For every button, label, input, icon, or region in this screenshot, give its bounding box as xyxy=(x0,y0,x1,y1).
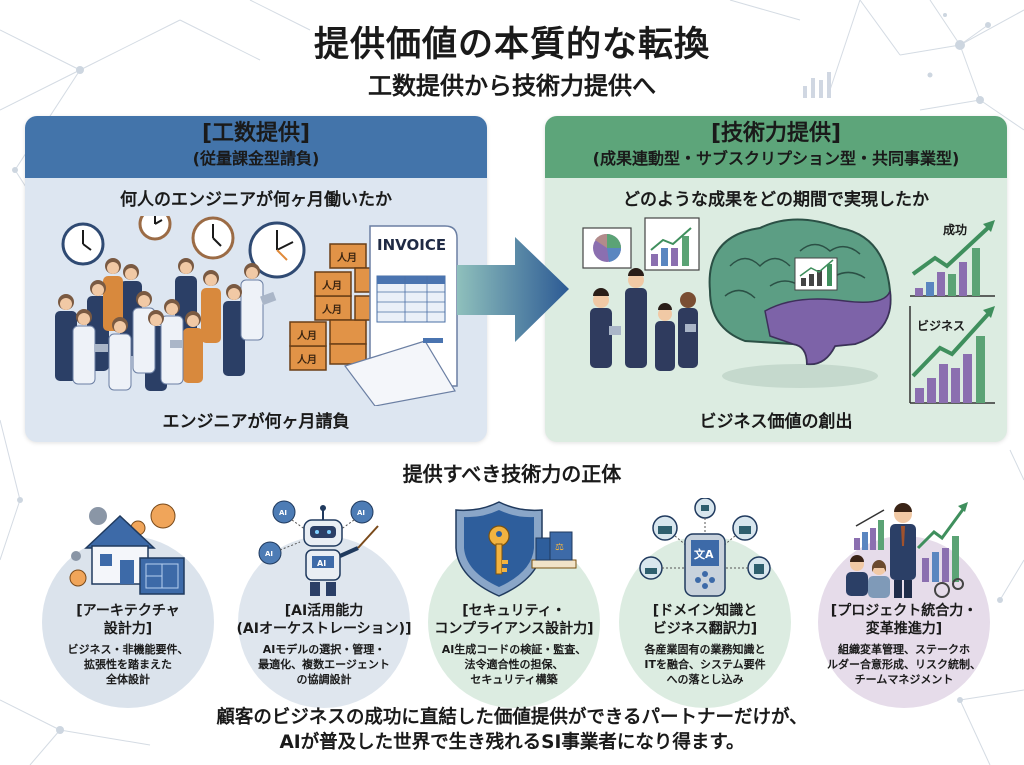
business-team-icon xyxy=(590,268,698,371)
skill-project-integration: [プロジェクト統合力・ 変革推進力] 組織変革管理、ステークホ ルダー合意形成、… xyxy=(806,498,1002,708)
conclusion-line-1: 顧客のビジネスの成功に直結した価値提供ができるパートナーだけが、 xyxy=(216,707,808,728)
tech-panel-header: [技術力提供] (成果連動型・サブスクリプション型・共同事業型) xyxy=(545,116,1007,178)
pie-chart-card-icon xyxy=(582,227,632,269)
skill-domain-knowledge: 文A [ドメイン知識と ビジネス翻訳力] 各産業固有の業務知識と ITを融合、シ… xyxy=(607,498,803,708)
brain-icon xyxy=(708,218,892,388)
skill-ai-orchestration: AI AI AI AI [AI活用能力 (AIオーケストレーション)] AIモデルの… xyxy=(226,498,422,708)
skill-title: [プロジェクト統合力・ 変革推進力] xyxy=(830,603,978,637)
skill-description: 組織変革管理、ステークホ ルダー合意形成、リスク統制、 チームマネジメント xyxy=(827,643,981,686)
box-label: 人月 xyxy=(297,329,317,342)
skill-description: 各産業固有の業務知識と ITを融合、システム要件 への落とし込み xyxy=(644,643,766,686)
tech-panel-question: どのような成果をどの期間で実現したか xyxy=(623,190,929,210)
skill-title: [アーキテクチャ 設計力] xyxy=(76,603,180,637)
invoice-label: INVOICE xyxy=(377,236,446,254)
tech-provision-panel: [技術力提供] (成果連動型・サブスクリプション型・共同事業型) どのような成果… xyxy=(545,116,1007,442)
labor-panel-subtitle: (従量課金型請負) xyxy=(192,149,320,168)
skill-description: AIモデルの選択・管理・ 最適化、複数エージェント の協調設計 xyxy=(258,643,390,686)
svg-text:AI: AI xyxy=(279,509,287,517)
skill-title: [セキュリティ・ コンプライアンス設計力] xyxy=(434,603,594,637)
skill-title: [AI活用能力 (AIオーケストレーション)] xyxy=(236,603,412,637)
scale-icon: ⚖ xyxy=(555,542,564,553)
skill-security-compliance: ⚖ [セキュリティ・ コンプライアンス設計力] AI生成コードの検証・監査、 法… xyxy=(416,498,612,708)
box-label: 人月 xyxy=(322,279,342,292)
skill-description: AI生成コードの検証・監査、 法令適合性の担保、 セキュリティ構築 xyxy=(441,643,587,686)
engineers-invoice-illustration: 人月 人月 人月 人月 人月 INVOICE xyxy=(55,216,458,406)
transition-arrow-icon xyxy=(457,237,569,342)
svg-text:AI: AI xyxy=(357,509,365,517)
engineers-group-icon xyxy=(55,258,277,391)
success-growth-chart-icon: 成功 xyxy=(910,220,995,297)
decorative-bars-icon xyxy=(803,72,831,98)
invoice-document-icon: INVOICE xyxy=(344,225,458,406)
leader-team-growth-chart-icon xyxy=(846,502,968,598)
box-label: 人月 xyxy=(297,353,317,366)
labor-panel-title: [工数提供] xyxy=(201,121,311,146)
bar-chart-card-icon xyxy=(644,217,700,271)
robot-ai-brains-icon: AI AI AI AI xyxy=(258,500,379,596)
translator-device-industries-icon: 文A xyxy=(639,498,771,597)
shield-key-law-books-icon: ⚖ xyxy=(455,501,577,597)
business-value-illustration: 成功 ビジネス xyxy=(582,217,995,404)
house-blueprint-gears-icon xyxy=(69,503,185,595)
labor-panel-header: [工数提供] (従量課金型請負) xyxy=(25,116,487,178)
page-title: 提供価値の本質的な転換 xyxy=(313,25,710,65)
skill-description: ビジネス・非機能要件、 拡張性を踏まえた 全体設計 xyxy=(67,643,189,686)
ai-badge: AI xyxy=(317,559,326,568)
conclusion-line-2: AIが普及した世界で生き残れるSI事業者になり得ます。 xyxy=(279,732,745,753)
labor-panel-caption: エンジニアが何ヶ月請負 xyxy=(162,412,350,432)
page-subtitle: 工数提供から技術力提供へ xyxy=(368,72,656,100)
svg-text:AI: AI xyxy=(265,550,273,558)
tech-panel-title: [技術力提供] xyxy=(710,121,842,146)
success-label: 成功 xyxy=(943,222,967,237)
box-label: 人月 xyxy=(337,251,357,264)
skill-title: [ドメイン知識と ビジネス翻訳力] xyxy=(652,603,758,637)
skill-architecture: [アーキテクチャ 設計力] ビジネス・非機能要件、 拡張性を踏まえた 全体設計 xyxy=(30,498,226,708)
labor-panel-question: 何人のエンジニアが何ヶ月働いたか xyxy=(120,190,392,210)
ai-brain-label: AI AI AI xyxy=(265,509,365,558)
conclusion-statement: 顧客のビジネスの成功に直結した価値提供ができるパートナーだけが、 AIが普及した… xyxy=(0,705,1024,755)
business-growth-chart-icon: ビジネス xyxy=(909,306,995,404)
tech-panel-caption: ビジネス価値の創出 xyxy=(699,412,853,432)
labor-provision-panel: [工数提供] (従量課金型請負) 何人のエンジニアが何ヶ月働いたか xyxy=(25,116,487,442)
tech-panel-subtitle: (成果連動型・サブスクリプション型・共同事業型) xyxy=(592,149,960,168)
skills-section-title: 提供すべき技術力の正体 xyxy=(402,462,622,486)
business-label: ビジネス xyxy=(917,318,965,333)
translate-badge: 文A xyxy=(694,547,714,561)
box-label: 人月 xyxy=(322,303,342,316)
